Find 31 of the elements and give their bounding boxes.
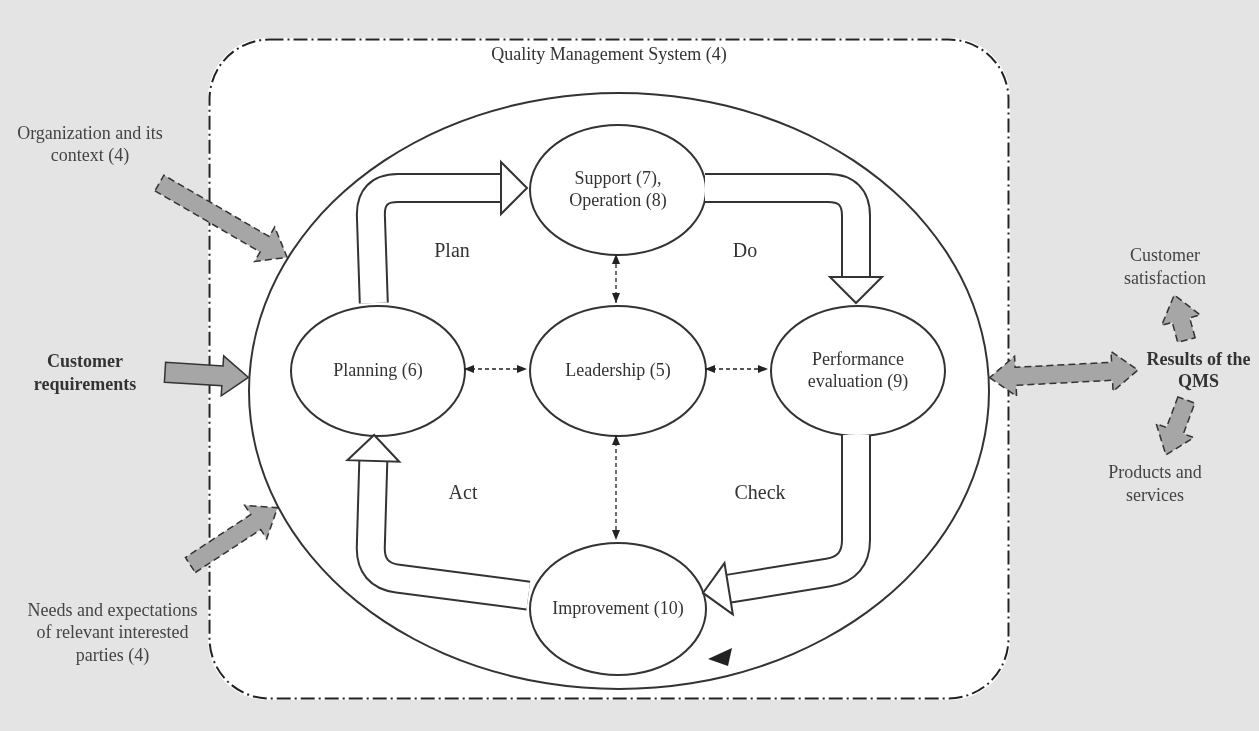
block-arrow <box>163 354 250 398</box>
circle-label: Improvement (10) <box>552 598 684 620</box>
edge-label: Check <box>734 480 786 504</box>
dashed-arrow <box>463 364 528 374</box>
circle-label: Planning (6) <box>333 360 423 382</box>
flow-label: Customer requirements <box>5 345 165 400</box>
block-arrow <box>1160 293 1202 344</box>
block-arrow <box>355 161 528 304</box>
block-arrow <box>346 434 531 611</box>
dashed-arrow <box>611 434 621 541</box>
block-arrow <box>153 174 289 263</box>
block-arrow <box>184 504 279 574</box>
flow-label: Products and services <box>1080 455 1230 512</box>
circle-label: Performance evaluation (9) <box>806 349 910 393</box>
block-arrow <box>702 435 871 616</box>
system-boundary <box>208 38 1010 700</box>
edge-label: Act <box>448 480 478 504</box>
boundary-title: Quality Management System (4) <box>490 44 728 66</box>
block-arrow <box>705 173 883 304</box>
flow-label: Organization and its context (4) <box>15 105 165 183</box>
flow-label: Customer satisfaction <box>1090 238 1240 295</box>
flow-label: Results of the QMS <box>1138 340 1259 400</box>
dashed-arrow <box>704 364 769 374</box>
block-arrow <box>988 349 1140 398</box>
circle-label: Leadership (5) <box>565 360 671 382</box>
block-arrow <box>1155 395 1196 457</box>
circle-label: Support (7), Operation (8) <box>568 168 668 212</box>
dashed-arrow <box>611 253 621 304</box>
flow-label: Needs and expectations of relevant interested parties (4) <box>20 565 205 700</box>
edge-label: Plan <box>434 238 470 262</box>
edge-label: Do <box>732 238 758 262</box>
